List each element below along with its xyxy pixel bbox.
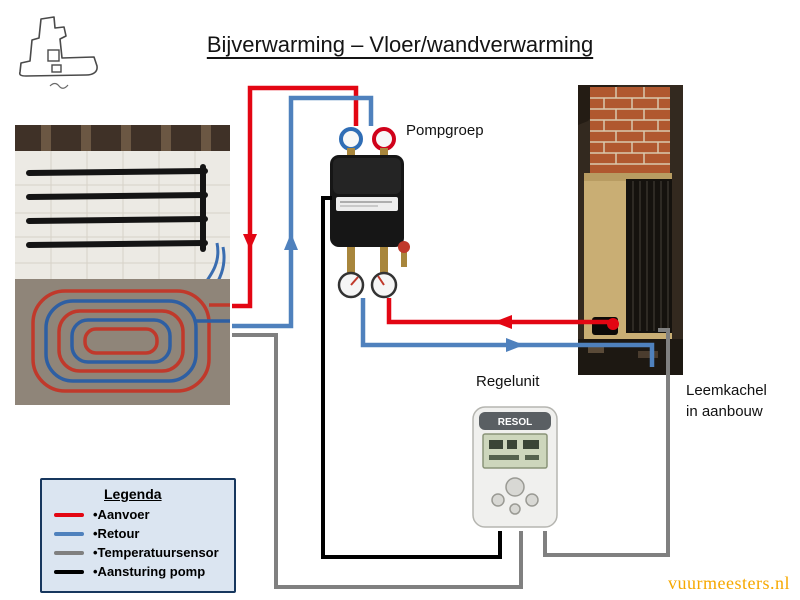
pompgroep-label: Pompgroep [406,122,484,139]
legend-title: Legenda [104,486,162,502]
pompgroep-illustration [320,125,415,305]
pompgroep-photo [320,125,415,305]
page-title: Bijverwarming – Vloer/wandverwarming [206,32,594,57]
retour-label: •Retour [93,526,140,541]
controller-brand: RESOL [498,417,532,428]
regelunit-label: Regelunit [476,373,540,390]
floor-heating-illustration [15,125,230,405]
watermark: vuurmeesters.nl [668,573,790,593]
aanvoer-arrow-down [243,234,257,250]
legend-item-aanvoer: •Aanvoer [54,507,224,522]
leemkachel-label-line1: Leemkachel [686,382,767,399]
legend-item-temperatuursensor: •Temperatuursensor [54,545,224,560]
aanvoer-line-swatch [54,512,84,517]
retour-arrow-up [284,233,298,250]
regelunit-photo: RESOL [465,403,565,533]
leemkachel-label-line2: in aanbouw [686,403,763,420]
aanvoer-label: •Aanvoer [93,507,150,522]
floor-heating-photo [15,125,230,405]
temperatuursensor-label: •Temperatuursensor [93,545,219,560]
aanvoer-arrow-left [494,315,512,329]
leemkachel-label: Leemkachel in aanbouw [686,380,767,422]
aansturing-pomp-line-swatch [54,569,84,574]
legend-item-aansturing-pomp: •Aansturing pomp [54,564,224,579]
leemkachel-illustration [578,85,683,375]
aansturing-pomp-label: •Aansturing pomp [93,564,206,579]
leemkachel-photo [578,85,683,375]
legend-box: Legenda •Aanvoer •Retour •Temperatuursen… [40,478,236,593]
temperatuursensor-line-swatch [54,550,84,555]
retour-arrow-right [506,338,524,352]
vuurmeesters-logo-sketch [18,16,98,89]
legend-item-retour: •Retour [54,526,224,541]
regelunit-illustration: RESOL [465,403,565,533]
retour-line-swatch [54,531,84,536]
